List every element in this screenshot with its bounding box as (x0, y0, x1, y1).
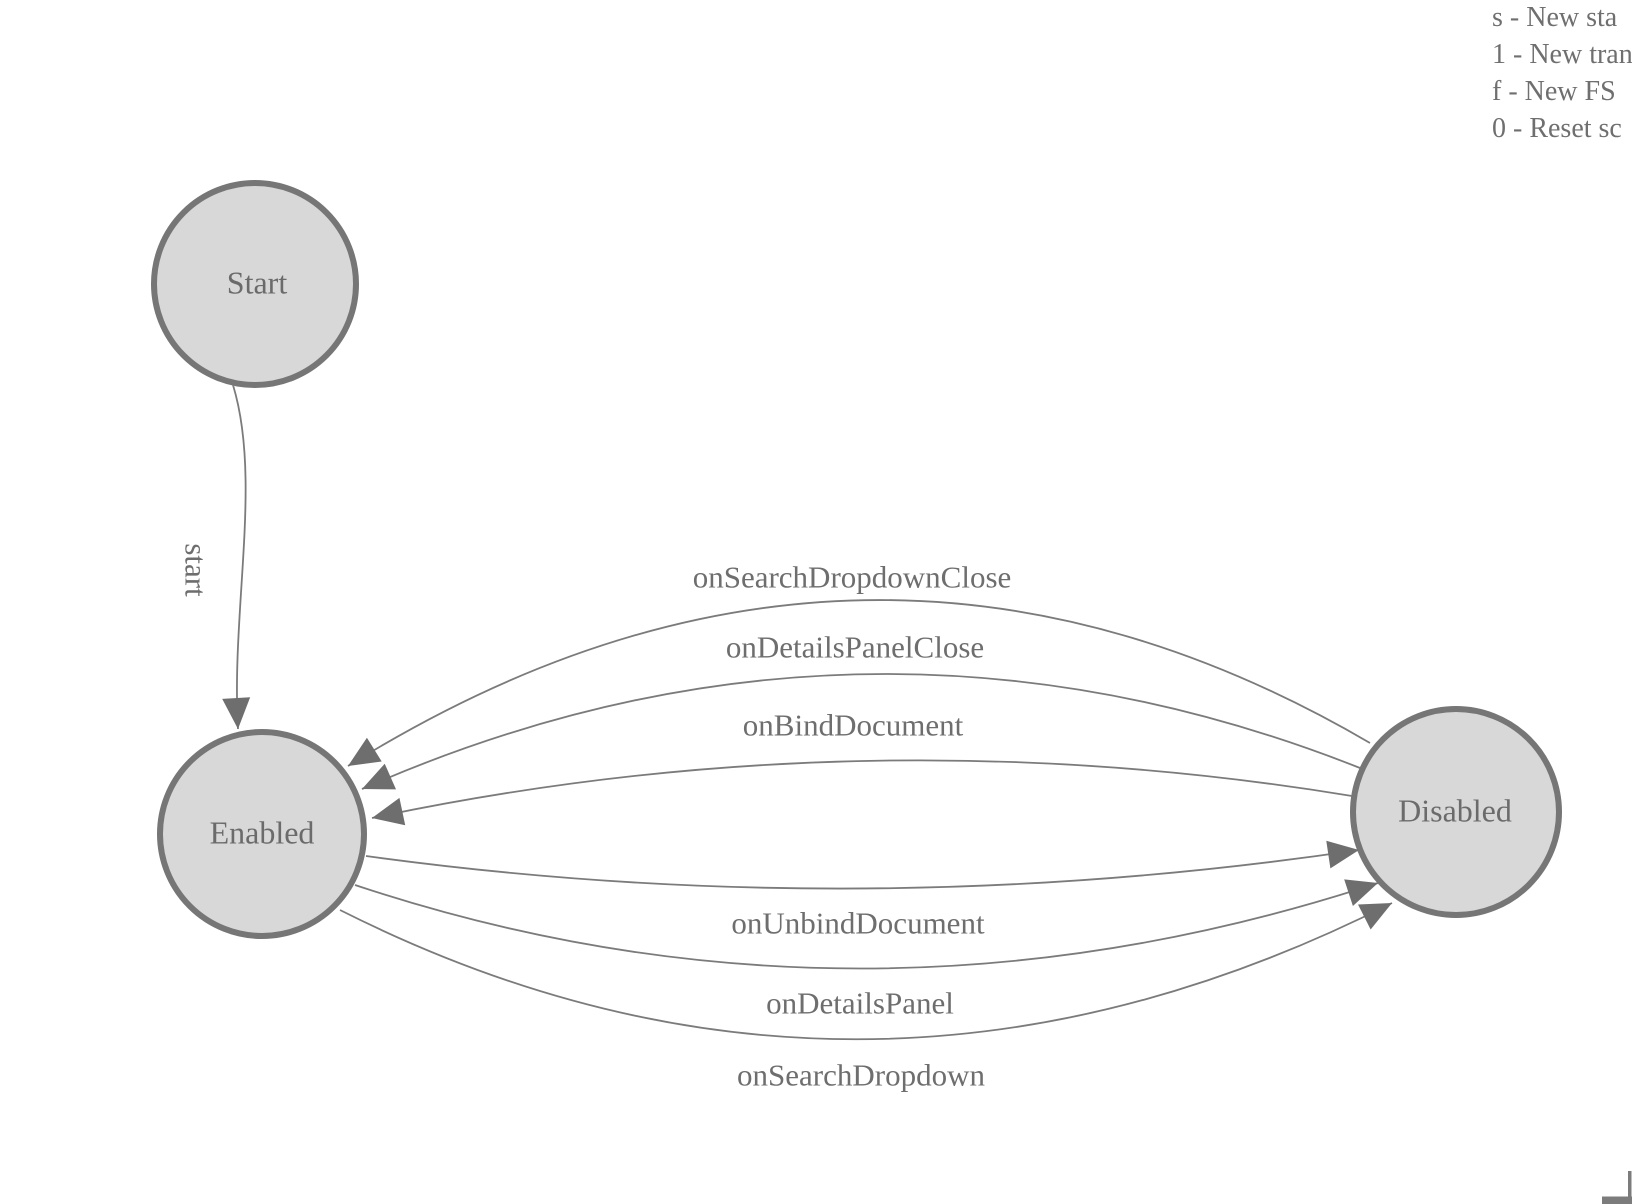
legend-line-new-transition: 1 - New tran (1492, 39, 1632, 70)
edge-onDetailsPanelClose[interactable] (361, 673, 1361, 790)
paper-corner-vertical-line (1628, 1171, 1632, 1198)
legend-line-new-fsm: f - New FS (1492, 76, 1616, 107)
edge-label-onDetailsPanelClose: onDetailsPanelClose (726, 630, 984, 665)
edge-start-to-enabled[interactable] (222, 384, 251, 730)
paper-corner (1602, 1171, 1632, 1204)
edge-onUnbindDocument[interactable] (365, 840, 1360, 890)
legend-line-new-state: s - New sta (1492, 2, 1618, 33)
state-circle-disabled[interactable] (1350, 706, 1562, 918)
state-label-enabled: Enabled (210, 814, 315, 850)
state-circle-enabled[interactable] (157, 729, 367, 939)
edge-label-start: start (179, 543, 214, 597)
state-node-disabled[interactable]: Disabled (1350, 706, 1562, 918)
edge-onDetailsPanel[interactable] (354, 879, 1379, 970)
state-node-enabled[interactable]: Enabled (157, 729, 367, 939)
edge-label-onBindDocument: onBindDocument (743, 708, 964, 743)
state-label-start: Start (227, 264, 288, 300)
state-label-disabled: Disabled (1398, 792, 1512, 828)
edge-onBindDocument[interactable] (371, 759, 1353, 826)
edge-label-onSearchDropdownClose: onSearchDropdownClose (693, 560, 1012, 595)
edge-label-onUnbindDocument: onUnbindDocument (731, 906, 985, 941)
legend-line-reset: 0 - Reset sc (1492, 113, 1622, 144)
paper-corner-horizontal-line (1602, 1196, 1632, 1204)
edge-label-onDetailsPanel: onDetailsPanel (766, 986, 954, 1021)
shortcut-legend: s - New sta 1 - New tran f - New FS 0 - … (1492, 0, 1632, 147)
edge-onSearchDropdown[interactable] (339, 902, 1393, 1041)
state-node-start[interactable]: Start (151, 180, 359, 388)
edge-label-onSearchDropdown: onSearchDropdown (737, 1058, 985, 1093)
state-circle-start[interactable] (151, 180, 359, 388)
edge-onSearchDropdownClose[interactable] (347, 599, 1371, 767)
